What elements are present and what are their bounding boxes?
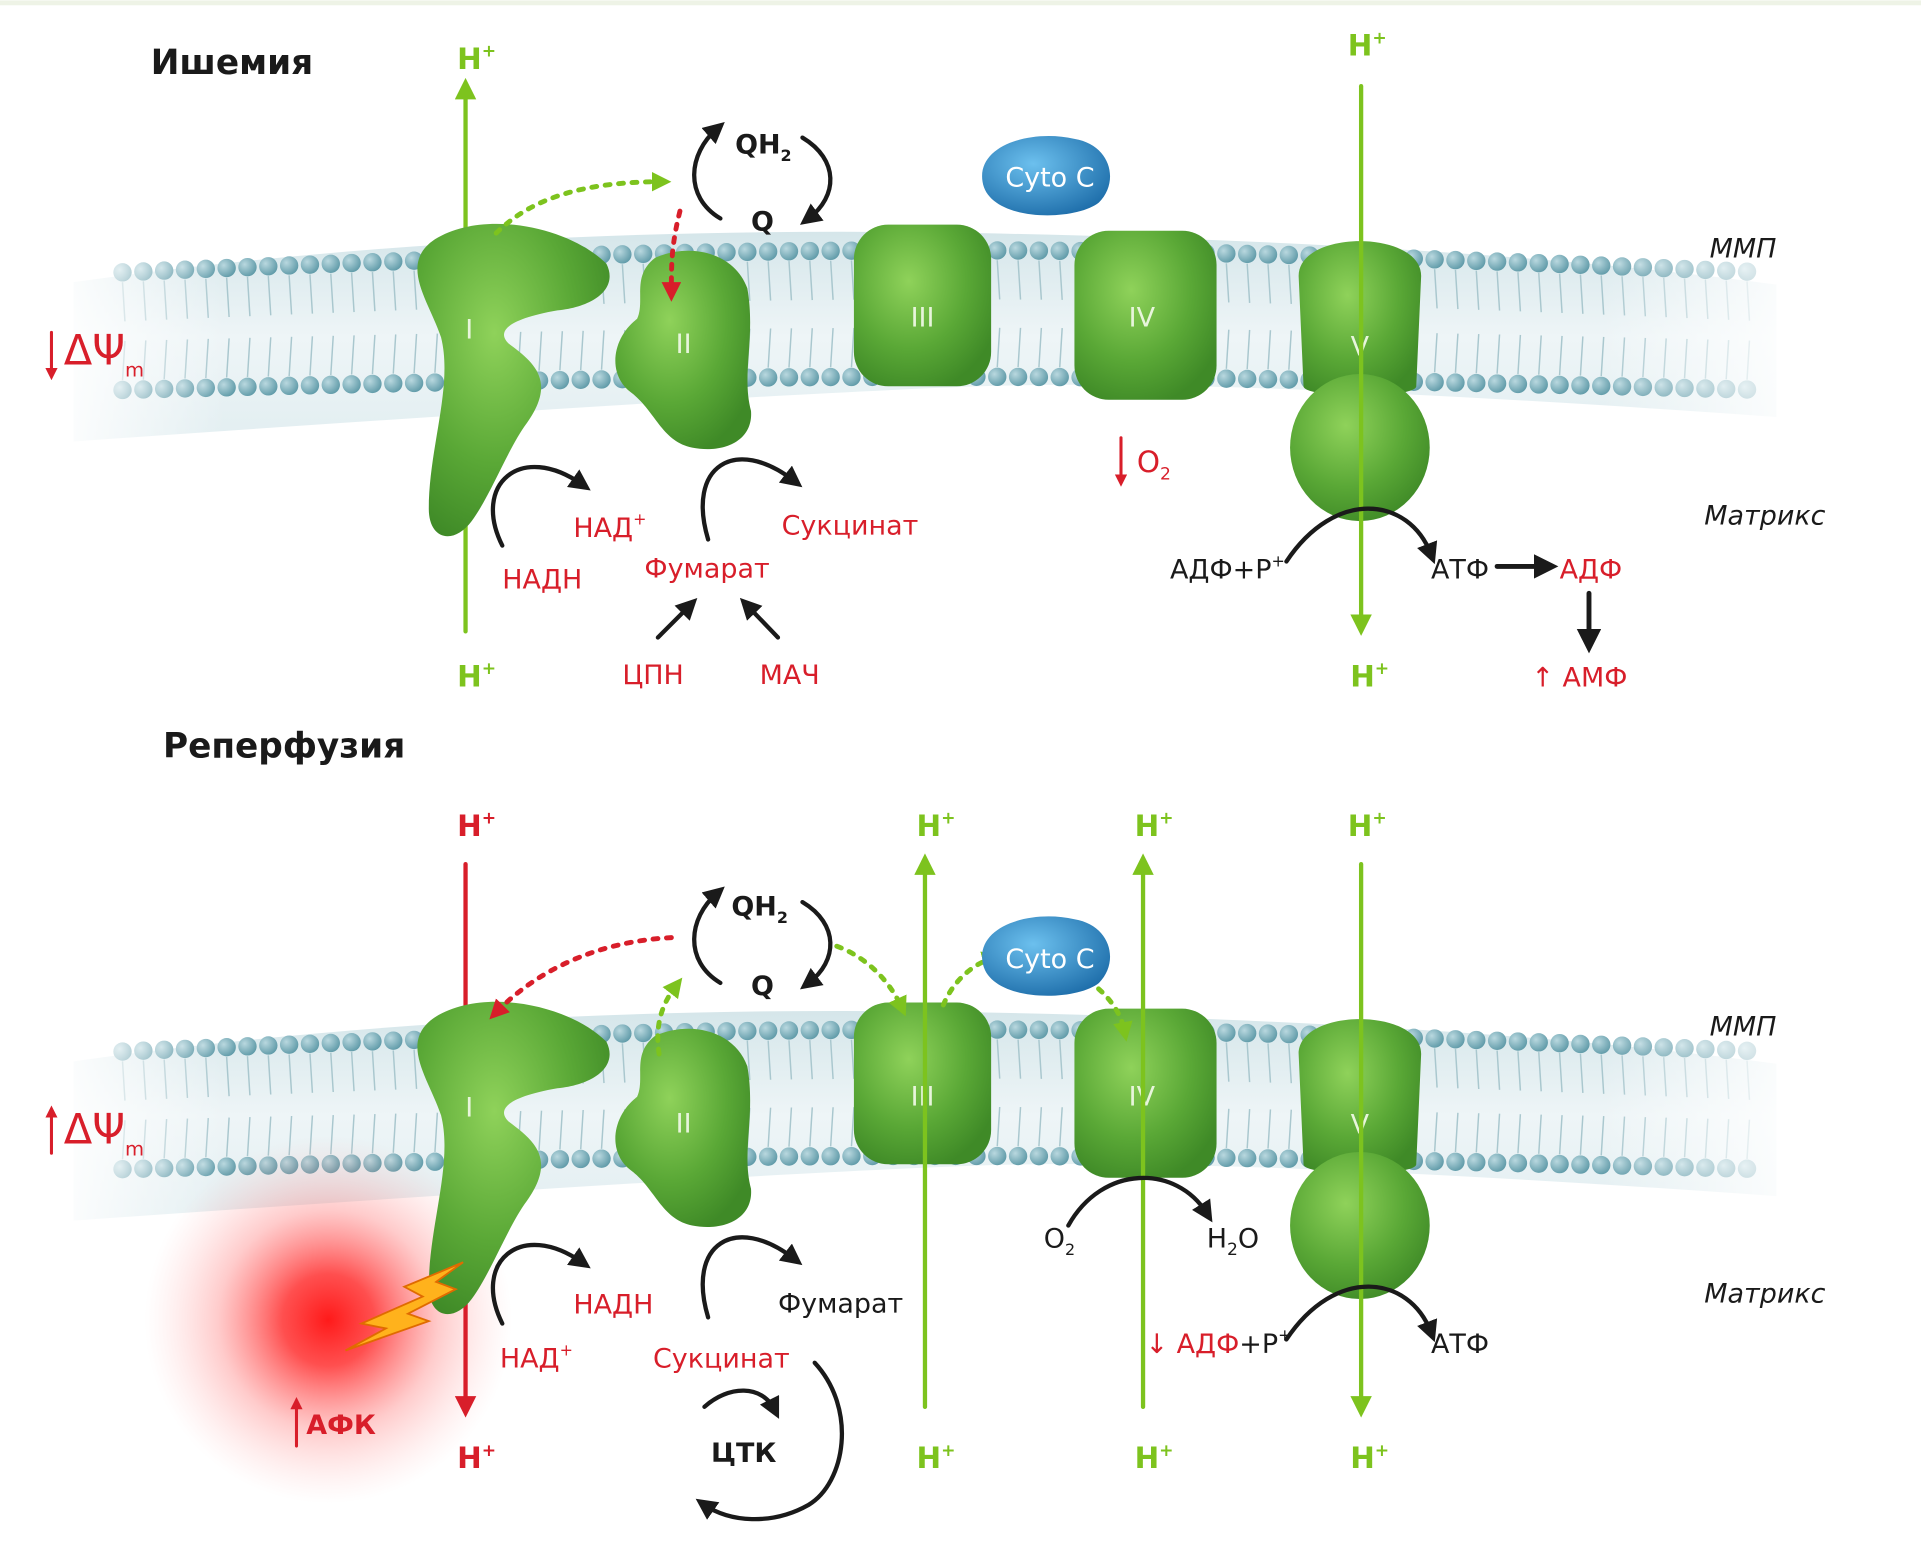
complex-iv-label: IV [1129,302,1156,333]
complex-i-label: I [465,1092,473,1123]
adp-label: АДФ [1560,555,1623,586]
cyto-c-label: Cyto C [1005,163,1094,194]
proton-top-complex-i: H+ [457,42,496,76]
atp-synthesis-arrow [1284,1284,1438,1343]
tca-label: ЦТК [711,1438,776,1469]
nadh-label: НАДН [502,564,582,595]
electron-path-q-iii [834,943,907,1017]
qh2-label: QH2 [731,892,788,927]
atp-label: АТФ [1431,555,1489,586]
proton-bottom-complex-v: H+ [1350,1441,1389,1475]
complex-iii-label: III [911,302,935,333]
proton-top-complex-v: H+ [1348,28,1387,62]
cyto-c-label: Cyto C [1005,944,1094,975]
atp-synthesis-arrow [1284,506,1438,565]
matrix-label: Матрикс [1704,1279,1825,1310]
complex-ii-label: II [676,1108,692,1139]
proton-bottom-complex-i: H+ [457,1441,496,1475]
q-label: Q [751,207,774,238]
lightning-bolt-icon [345,1261,464,1352]
cyto-c-shape [982,916,1111,996]
complex-iv-shape [1074,1008,1217,1178]
complex-iii-shape [853,1002,992,1165]
complex-ii-label: II [676,329,692,360]
electron-path-ii-q [655,977,683,1057]
fumarate-reaction-arrow [700,1235,803,1320]
succinate-label: Сукцинат [653,1344,790,1375]
o2-label: O2 [1044,1224,1075,1259]
mach-label: МАЧ [760,660,820,691]
fumarate-label: Фумарат [644,553,769,584]
succinate-reaction-arrow [700,457,803,542]
matrix-label: Матрикс [1704,501,1825,532]
adp-p-label: ↓ АДФ+Р+ [1145,1326,1291,1360]
mmp-label: ММП [1710,1012,1777,1043]
q-cycle-right-arrow [800,899,833,990]
succinate-label: Сукцинат [782,511,919,542]
fumarate-label: Фумарат [778,1289,903,1320]
reperfusion-title: Реперфузия [163,727,405,767]
electron-path-i-q [493,171,672,236]
reverse-electron-path [489,935,674,1020]
proton-bottom-complex-v: H+ [1350,659,1389,693]
nad-plus-label: НАД+ [573,510,646,544]
proton-top-complex-i: H+ [457,809,496,843]
complex-iii-label: III [911,1081,935,1112]
h2o-label: H2O [1207,1224,1259,1260]
proton-top-complex-iv: H+ [1135,809,1174,843]
tca-loop-arrow [695,1360,845,1522]
nad-reaction-arrow [490,1242,591,1326]
nadh-reaction-arrow [490,464,591,548]
mach-arrow [739,597,781,640]
amp-label: ↑ АМФ [1531,662,1627,693]
ros-label: АФК [306,1410,376,1441]
cpn-label: ЦПН [622,660,683,691]
top-bar [0,0,1921,6]
tca-top-arrow [702,1388,780,1419]
nad-plus-label: НАД+ [500,1340,573,1374]
complex-i-shape [417,1001,610,1315]
electron-path-iii-cyto [940,951,1002,1008]
complex-iii-shape [853,224,992,387]
proton-top-complex-v: H+ [1348,809,1387,843]
proton-bottom-complex-iv: H+ [1135,1441,1174,1475]
ros-glow [144,1136,513,1504]
proton-bottom-complex-iii: H+ [917,1441,956,1475]
mmp-label: ММП [1710,234,1777,265]
q-cycle-left-arrow [692,886,725,986]
q-label: Q [751,971,774,1002]
cyto-c-shape [982,135,1111,216]
electron-path-q-ii [661,208,683,302]
delta-psi-label: ΔΨm [64,325,144,381]
ischemia-title: Ишемия [151,43,313,83]
q-cycle-right-arrow [800,135,833,225]
nadh-label: НАДН [573,1290,653,1321]
o2-label: O2 [1137,445,1171,484]
proton-bottom-complex-i: H+ [457,659,496,693]
proton-top-complex-iii: H+ [917,809,956,843]
complex-iv-shape [1074,230,1217,400]
atp-label: АТФ [1431,1329,1489,1360]
delta-psi-label: ΔΨm [64,1104,144,1160]
complex-ii-shape [615,250,752,450]
complex-i-label: I [465,315,473,346]
oxygen-reduction-arrow [1066,1175,1213,1228]
q-cycle-left-arrow [692,121,725,221]
qh2-label: QH2 [735,130,792,165]
cpn-arrow [655,598,698,640]
complex-ii-shape [615,1028,752,1228]
adp-p-label: АДФ+Р+ [1170,551,1285,585]
complex-i-shape [417,223,610,537]
